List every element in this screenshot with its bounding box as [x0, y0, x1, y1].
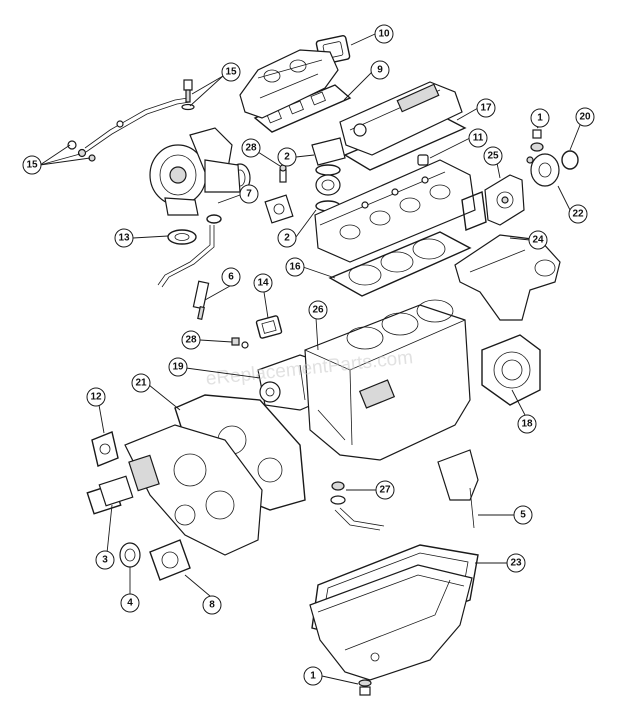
part-9-injector [192, 280, 210, 320]
part-5-bracket [437, 449, 479, 529]
callout-13 [114, 228, 134, 248]
callout-24 [528, 230, 548, 250]
callout-label-19: 19 [172, 362, 184, 373]
callout-4 [120, 593, 140, 613]
callout-label-24: 24 [532, 235, 544, 246]
part-15-bolt-washer [181, 79, 195, 111]
callout-28-upper [241, 138, 261, 158]
callout-label-22: 22 [572, 209, 584, 220]
callout-layer: 10 9 15 15 17 11 28 2 7 2 13 [22, 24, 595, 686]
part-27-washer [330, 481, 346, 505]
callout-22 [568, 204, 588, 224]
part-11-cover-gasket [149, 539, 191, 581]
callout-label-11: 8 [209, 600, 215, 611]
callout-12 [86, 387, 106, 407]
oil-pan [309, 564, 473, 681]
callout-20 [575, 107, 595, 127]
callout-label-21: 21 [135, 378, 147, 389]
part-2-thermostat-parts [311, 137, 346, 212]
callout-label-14: 14 [257, 278, 269, 289]
part-1-drain-plug-lower [358, 679, 372, 696]
callout-label-5: 5 [520, 510, 526, 521]
callout-label-12: 12 [90, 392, 102, 403]
callout-2-upper [277, 147, 297, 167]
front-gear-case [124, 424, 263, 556]
callout-label-2-lower: 2 [284, 233, 290, 244]
part-26-cylinder-block [304, 299, 471, 461]
callout-label-15-upper: 15 [225, 67, 237, 78]
part-8-filler-cap [417, 154, 429, 166]
part-28-temperature-sender [231, 337, 249, 349]
callout-9 [221, 267, 241, 287]
callout-10 [239, 184, 259, 204]
callout-label-9: 6 [228, 272, 234, 283]
callout-6 [370, 60, 390, 80]
part-28-temperature-switch [279, 164, 287, 183]
callout-1-upper [530, 108, 550, 128]
part-20-o-ring [561, 150, 579, 170]
callout-label-4: 4 [127, 598, 133, 609]
callout-label-13: 13 [118, 233, 130, 244]
callout-25 [483, 146, 503, 166]
turbocharger [149, 127, 251, 216]
part-10-oil-return-gasket [157, 214, 222, 288]
callout-17 [476, 98, 496, 118]
callout-label-28-upper: 28 [245, 143, 257, 154]
callout-21 [131, 373, 151, 393]
callout-label-15-lower: 15 [26, 160, 38, 171]
thermostat-housing [264, 194, 294, 224]
callout-label-8: 11 [473, 133, 484, 144]
part-13-turbo-gasket [167, 229, 197, 245]
cylinder-head [314, 159, 476, 263]
part-12-gasket [91, 431, 119, 467]
callout-28-lower [181, 330, 201, 350]
callout-18 [517, 414, 537, 434]
callout-8 [468, 128, 488, 148]
callout-label-16: 16 [289, 262, 301, 273]
valve-cover [339, 81, 463, 156]
callout-label-3: 3 [102, 555, 108, 566]
callout-23 [506, 553, 526, 573]
callout-label-2-upper: 2 [284, 152, 290, 163]
callout-label-1-lower: 1 [310, 671, 316, 682]
callout-label-17: 17 [480, 103, 492, 114]
part-16-head-gasket [328, 231, 472, 297]
part-18-rear-gasket [481, 334, 541, 406]
fuel-injection-pump [484, 174, 525, 226]
callout-label-18: 18 [521, 419, 533, 430]
callout-15-lower [22, 155, 42, 175]
part-22-cover-plate [526, 153, 560, 187]
callout-1-lower [303, 666, 323, 686]
callout-16 [285, 257, 305, 277]
part-24-intake-manifold [454, 234, 561, 321]
callout-26 [308, 300, 328, 320]
callout-14 [253, 273, 273, 293]
callout-label-28-lower: 28 [185, 335, 197, 346]
callout-19 [168, 357, 188, 377]
part-3-cover-plate [86, 475, 134, 515]
callout-label-20: 20 [579, 112, 591, 123]
callout-label-26: 26 [312, 305, 324, 316]
part-25-pump-gasket [461, 191, 487, 231]
callout-11 [202, 595, 222, 615]
callout-label-27: 27 [379, 485, 391, 496]
callout-label-6: 9 [377, 65, 383, 76]
part-14-water-outlet-gasket [255, 315, 283, 339]
callout-7 [374, 24, 394, 44]
callout-label-25: 25 [487, 151, 499, 162]
part-1-drain-plug-upper [530, 129, 544, 152]
callout-label-23: 23 [510, 558, 522, 569]
part-4-oil-seal [119, 542, 141, 568]
callout-15-upper [221, 62, 241, 82]
callout-label-10: 7 [246, 189, 252, 200]
callout-label-1-upper: 1 [537, 113, 543, 124]
exhaust-manifold [239, 49, 339, 119]
callout-27 [375, 480, 395, 500]
dipstick-guide [334, 507, 385, 531]
callout-label-7: 10 [378, 29, 390, 40]
callout-5 [513, 505, 533, 525]
callout-3 [95, 550, 115, 570]
callout-2-lower [277, 228, 297, 248]
